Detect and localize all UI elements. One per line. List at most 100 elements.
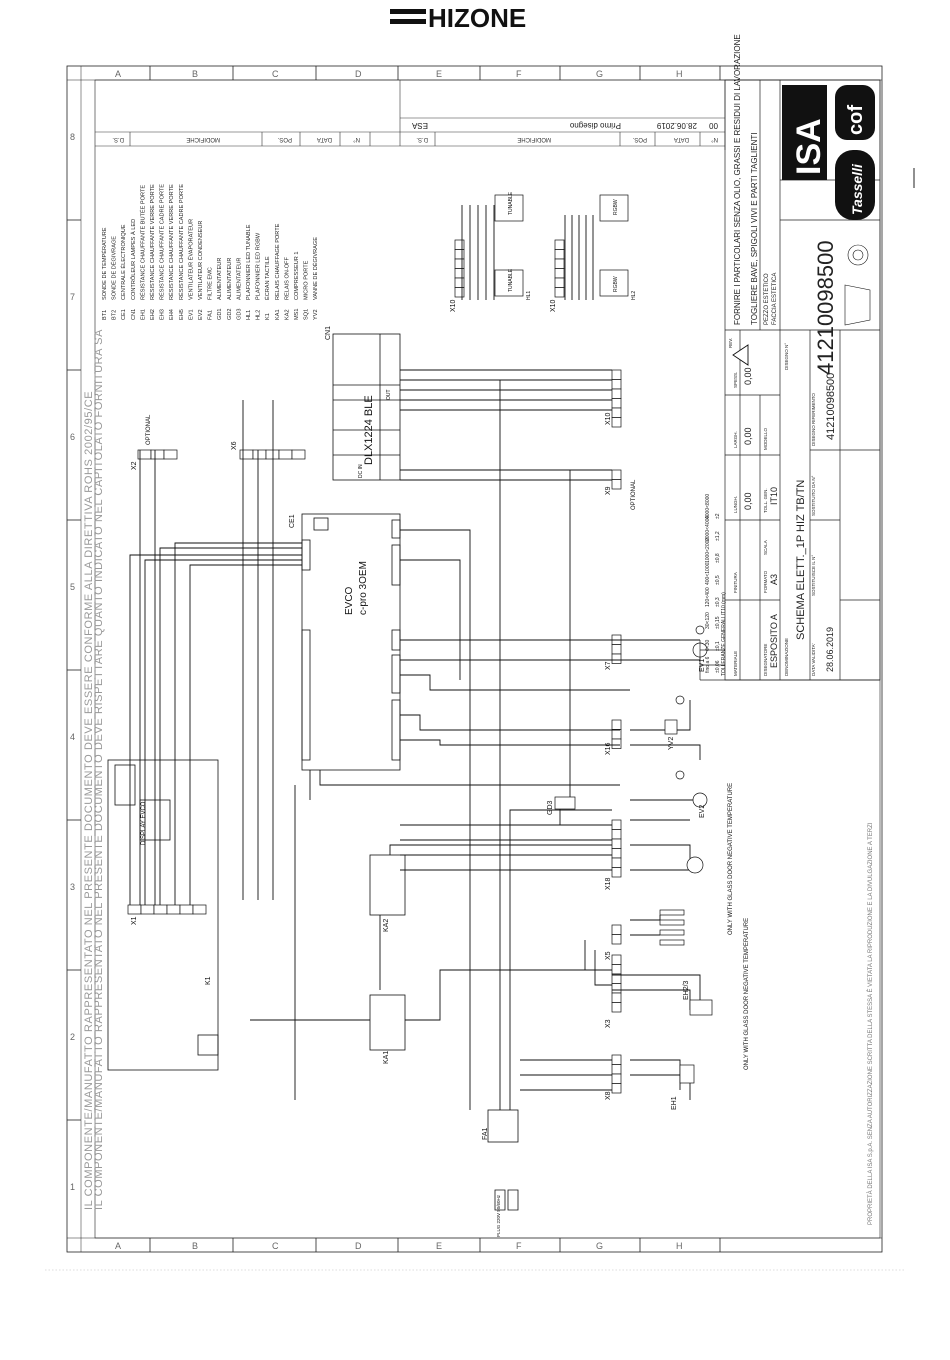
tb-treatment-label: FINITURA — [733, 572, 738, 593]
legend-code: EH3 — [160, 309, 166, 320]
legend-description: VENTILATEUR ÉVAPORATEUR — [187, 219, 194, 300]
hl2-lamp-2 — [599, 194, 629, 222]
note-optional-x9: OPTIONAL — [631, 479, 637, 510]
ka2-relay — [369, 854, 406, 916]
terminal-x10a-pin — [611, 407, 622, 418]
tolerance-header: 30<120 — [705, 612, 711, 629]
frame-col-c-bottom: C — [272, 1241, 279, 1251]
cn1-controller — [332, 333, 401, 481]
tb-designer-label: DISEGNATORE — [763, 644, 768, 676]
ka1-relay — [369, 994, 406, 1051]
tolerance-value: ±0,15 — [715, 616, 721, 629]
terminal-x5-pin — [611, 934, 622, 945]
terminal-x1-pin — [153, 904, 168, 915]
frame-row-3: 3 — [70, 882, 75, 892]
legend-description: MICRO PORTE — [304, 260, 310, 300]
x7-label: X7 — [605, 661, 612, 670]
tolerance-value: ±0,8 — [715, 553, 721, 563]
terminal-x10a-pin — [611, 417, 622, 428]
eh23-heater-icon — [689, 999, 713, 1016]
legend-code: EH4 — [169, 309, 175, 320]
ev2-motor-icon — [692, 792, 708, 808]
rev-h-ds2: D.S. — [416, 136, 428, 142]
legend-description: RÉSISTANCE CHAUFFANTE VERRE PORTE — [149, 184, 156, 300]
cn1-in-label: DC IN — [358, 464, 364, 478]
tb-aesthetic-1: PEZZO ESTETICO — [764, 273, 770, 325]
tb-name-label: DENOMINAZIONE — [784, 638, 789, 676]
tb-deburr-note: TOGLIERE BAVE, SPIGOLI VIVI E PARTI TAGL… — [750, 132, 759, 325]
legend-description: RÉSISTANCE CHAUFFANTE CADRE PORTE — [159, 184, 166, 300]
legend-description: FILTRE EMC — [208, 267, 214, 300]
rev-h-ds: D.S. — [112, 136, 124, 142]
legend-description: RELAIS CHAUFFAGE PORTE — [275, 223, 281, 300]
frame-col-h-bottom: H — [676, 1241, 683, 1251]
tasselli-logo-text: Tasselli — [849, 163, 865, 215]
terminal-x6-pin — [265, 449, 280, 460]
legend-description: ALIMENTATEUR — [217, 258, 223, 300]
x5-label: X5 — [605, 951, 612, 960]
legend-description: ALIMENTATEUR — [227, 258, 233, 300]
terminal-x10a-pin — [611, 379, 622, 390]
rev-h-mod: MODIFICHE — [186, 136, 220, 142]
terminal-x8-pin — [611, 1064, 622, 1075]
hl2-tag: HL2 — [631, 291, 637, 300]
legend-code: FA1 — [208, 310, 214, 320]
ev2-tag: EV2 — [699, 805, 706, 818]
frame-row-1: 1 — [70, 1182, 75, 1192]
frame-row-4: 4 — [70, 732, 75, 742]
terminal-x9-pin — [611, 469, 622, 480]
hl2-label: RGBW — [613, 199, 619, 215]
hl2-label-2: RGBW — [613, 276, 619, 292]
tolerance-header: 120<400 — [705, 587, 711, 607]
ka2-tag: KA2 — [383, 919, 390, 932]
legend-code: K1 — [265, 313, 271, 320]
legend-description: CONTRÔLEUR LAMPES À LED — [130, 219, 137, 300]
tb-width-label: LARGH. — [733, 431, 738, 448]
tb-remove-note: FORNIRE I PARTICOLARI SENZA OLIO, GRASSI… — [733, 34, 742, 325]
rev-number: 00 — [709, 121, 718, 130]
terminal-x3-pin — [611, 954, 622, 965]
tb-replaces-label: SOSTITUISCE IL N° — [811, 555, 816, 596]
frame-col-b-bottom: B — [192, 1241, 198, 1251]
frame-row-6: 6 — [70, 432, 75, 442]
terminal-x6-pin — [252, 449, 267, 460]
title-block — [699, 79, 881, 681]
tolerance-header: 400<1000 — [705, 562, 711, 585]
warning-triangle-icon — [732, 344, 749, 366]
legend-code: CN1 — [131, 309, 137, 320]
x1-label: X1 — [131, 916, 138, 925]
tolerance-header: 1000<2000 — [705, 538, 711, 563]
hl1-label: TUNABLE — [508, 191, 514, 215]
legend-description: PLAFONNIER LED RGBW — [256, 232, 262, 300]
tb-tolerance-label: TOLL. GEN. — [763, 488, 768, 513]
legend-code: GD2 — [227, 308, 233, 320]
terminal-x8-pin — [611, 1083, 622, 1094]
tb-name-value: SCHEMA ELETT._1P HIZ TB/TN — [795, 480, 807, 640]
tolerance-value: ±0,06 — [715, 660, 721, 673]
terminal-x18-pin — [611, 867, 622, 878]
legend-code: GD3 — [236, 308, 242, 320]
terminal-x6-pin — [278, 449, 293, 460]
legend-code: EV1 — [188, 309, 194, 320]
tolerance-header: 6<30 — [705, 640, 711, 651]
tb-thickness-label: SPESS. — [733, 372, 738, 388]
terminal-x10a-pin — [611, 388, 622, 399]
terminal-x10b-pin — [454, 268, 465, 279]
legend-code: EH5 — [179, 309, 185, 320]
x16-label: X16 — [605, 742, 612, 755]
legend-description: ÉCRAN TACTILE — [264, 256, 271, 300]
legend-code: HL2 — [256, 310, 262, 320]
tb-length-label: LUNGH. — [733, 496, 738, 513]
frame-col-a-bottom: A — [115, 1241, 121, 1251]
hl1-lamp-2 — [494, 194, 524, 222]
tb-material-label: MATERIALE — [733, 651, 738, 676]
note-plug: PLUG 220V 50/60Hz — [496, 1194, 501, 1237]
note-only-with-2: ONLY WITH GLASS DOOR NEGATIVE TEMPERATUR… — [744, 918, 750, 1070]
legend-description: RÉSISTANCE CHAUFFANTE VERRE PORTE — [168, 184, 175, 300]
cof-logo-text: cof — [845, 105, 867, 135]
terminal-x1-pin — [127, 904, 142, 915]
tolerance-value: ±2 — [715, 513, 721, 519]
hl1-label-2: TUNABLE — [508, 268, 514, 292]
gd3-supply-icon — [554, 796, 576, 810]
